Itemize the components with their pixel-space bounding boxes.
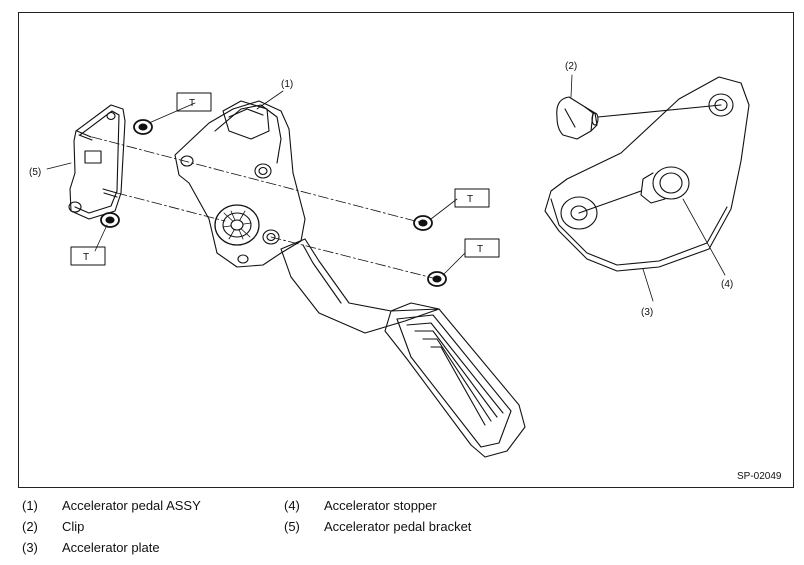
- accelerator-stopper: [578, 166, 690, 214]
- torque-mark-2: T: [467, 194, 473, 205]
- legend-left-column: (1) Accelerator pedal ASSY (2) Clip (3) …: [22, 497, 262, 560]
- legend-item: (4) Accelerator stopper: [284, 497, 544, 518]
- torque-box-1: [176, 92, 212, 112]
- legend-text: Accelerator pedal ASSY: [62, 498, 201, 513]
- legend-right-column: (4) Accelerator stopper (5) Accelerator …: [284, 497, 544, 539]
- legend-text: Clip: [62, 519, 85, 534]
- legend-text: Accelerator pedal bracket: [324, 519, 472, 534]
- leader-lines: [46, 74, 726, 302]
- legend-text: Accelerator stopper: [324, 498, 437, 513]
- assembly-center-lines: [91, 136, 438, 280]
- legend-number: (5): [284, 519, 300, 534]
- torque-boxes: [70, 92, 500, 266]
- legend-item: (1) Accelerator pedal ASSY: [22, 497, 262, 518]
- torque-box-4: [70, 246, 106, 266]
- accelerator-plate: [544, 76, 750, 272]
- legend-item: (5) Accelerator pedal bracket: [284, 518, 544, 539]
- callout-4: (4): [721, 279, 733, 290]
- torque-box-2: [454, 188, 490, 208]
- torque-box-3: [464, 238, 500, 258]
- diagram-figure: (1) (2) (3) (4) (5) T T T T SP-02049: [18, 12, 794, 488]
- pedal-bracket: [68, 104, 126, 220]
- legend-number: (4): [284, 498, 300, 513]
- clip: [556, 96, 722, 140]
- torque-mark-3: T: [477, 244, 483, 255]
- legend-number: (2): [22, 519, 38, 534]
- callout-2: (2): [565, 61, 577, 72]
- legend-item: (3) Accelerator plate: [22, 539, 262, 560]
- torque-mark-1: T: [189, 98, 195, 109]
- legend-text: Accelerator plate: [62, 540, 160, 555]
- nut-bracket-bottom: [100, 212, 120, 228]
- figure-code: SP-02049: [737, 471, 782, 482]
- pedal-assembly-drawing: (1) (2) (3) (4) (5) T T T T SP-02049: [29, 61, 782, 482]
- legend-number: (1): [22, 498, 38, 513]
- callout-1: (1): [281, 79, 293, 90]
- accelerator-pedal-assy: [174, 100, 526, 458]
- legend-number: (3): [22, 540, 38, 555]
- callout-5: (5): [29, 167, 41, 178]
- callout-3: (3): [641, 307, 653, 318]
- legend-item: (2) Clip: [22, 518, 262, 539]
- nut-bracket-top: [133, 119, 153, 135]
- nut-pedal-upper: [413, 215, 433, 231]
- torque-mark-4: T: [83, 252, 89, 263]
